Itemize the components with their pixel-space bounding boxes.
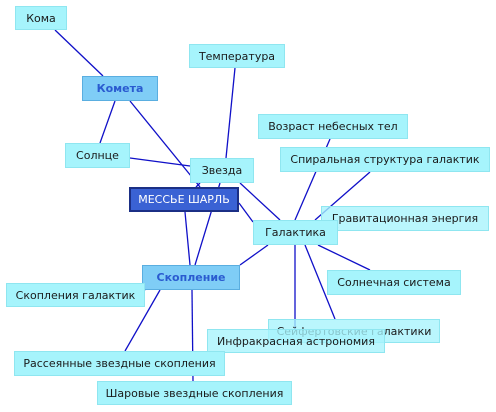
edge-galaxy-cluster (239, 244, 269, 266)
node-star-label: Звезда (201, 164, 243, 177)
edge-galaxy-seyfert (304, 244, 336, 320)
node-galaxy-label: Галактика (265, 226, 326, 239)
node-coma-label: Кома (26, 11, 56, 25)
edge-cluster-open (124, 289, 161, 352)
edge-galaxy-solar (317, 244, 371, 271)
edge-comet-sun (99, 100, 116, 144)
edge-comet-center (129, 100, 201, 188)
edge-center-galaxy (238, 202, 254, 223)
node-infrared-label: Инфракрасная астрономия (217, 334, 375, 348)
node-temperature[interactable]: Температура (189, 44, 285, 68)
node-open-clusters[interactable]: Рассеянные звездные скопления (14, 351, 225, 376)
node-globular-label: Шаровые звездные скопления (105, 386, 284, 400)
node-coma[interactable]: Кома (15, 6, 67, 30)
edge-star-galaxy (239, 182, 281, 221)
node-spiral-label: Спиральная структура галактик (290, 153, 480, 166)
node-sun[interactable]: Солнце (65, 143, 130, 168)
edge-star-center (195, 182, 201, 188)
node-cluster-label: Скопление (156, 271, 226, 284)
node-temperature-label: Температура (198, 49, 276, 63)
node-comet[interactable]: Комета (82, 76, 158, 101)
edge-sun-star (129, 157, 191, 167)
node-sun-label: Солнце (76, 149, 119, 162)
node-cluster[interactable]: Скопление (142, 265, 240, 290)
edge-temperature-star (225, 67, 236, 159)
node-galaxy-clusters[interactable]: Скопления галактик (6, 283, 145, 307)
node-star[interactable]: Звезда (190, 158, 254, 183)
node-age[interactable]: Возраст небесных тел (258, 114, 408, 139)
node-gravity[interactable]: Гравитационная энергия (321, 206, 489, 231)
node-solar-system[interactable]: Солнечная система (327, 270, 461, 295)
edge-coma-comet (54, 29, 104, 77)
node-galaxy-clusters-label: Скопления галактик (15, 288, 136, 302)
node-age-label: Возраст небесных тел (268, 120, 398, 133)
node-infrared[interactable]: Инфракрасная астрономия (207, 329, 385, 353)
node-open-clusters-label: Рассеянные звездные скопления (23, 357, 216, 370)
node-center-messier[interactable]: МЕССЬЕ ШАРЛЬ (129, 187, 239, 212)
node-comet-label: Комета (96, 82, 144, 95)
node-galaxy[interactable]: Галактика (253, 220, 338, 245)
edge-center-globular (184, 211, 191, 266)
node-globular[interactable]: Шаровые звездные скопления (97, 381, 292, 405)
node-solar-system-label: Солнечная система (337, 276, 451, 289)
node-gravity-label: Гравитационная энергия (331, 212, 479, 225)
node-spiral[interactable]: Спиральная структура галактик (280, 147, 490, 172)
node-center-label: МЕССЬЕ ШАРЛЬ (138, 193, 230, 206)
